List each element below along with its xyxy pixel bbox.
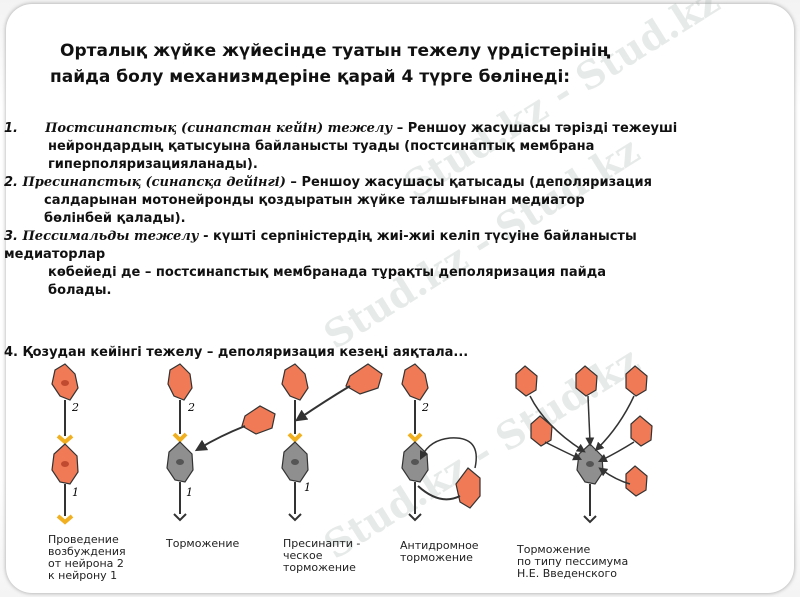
caption-pessimum: Торможение по типу пессимума Н.Е. Введен… <box>517 543 629 580</box>
caption-inhibition: Торможение <box>166 537 240 550</box>
item-text: - күшті серпіністердің жиі-жиі келіп түс… <box>4 229 637 262</box>
item-term: Постсинапстық (синапстан кейін) тежелу <box>45 121 393 136</box>
panel-antidromic: 2 <box>401 363 481 522</box>
item-text: көбейеді де – постсинапстық мембранада т… <box>48 265 607 280</box>
item-text: – Реншоу жасушасы қатысады (деполяризаци… <box>285 175 652 190</box>
caption-excitation: Проведение возбуждения от нейрона 2 к не… <box>48 533 126 582</box>
caption-presynaptic: Пресинапти - ческое торможение <box>283 537 361 574</box>
list-item-4-partial: 4. Қозудан кейінгі тежелу – деполяризаци… <box>4 345 469 360</box>
panel-excitation: 2 1 <box>51 363 79 525</box>
item-number: 3. <box>4 229 18 244</box>
item-text: нейрондардың қатысуына байланысты туады … <box>48 139 595 154</box>
list-item: 1. Постсинапстық (синапстан кейін) тежел… <box>4 120 694 174</box>
item-term: Пресинапстық (синапсқа дейінгі) <box>22 175 286 190</box>
panel-pessimum <box>515 365 653 524</box>
item-number: 2. <box>4 175 18 190</box>
list-item: 2. Пресинапстық (синапсқа дейінгі) – Рен… <box>4 174 694 228</box>
item-text: бөлінбей қалады). <box>44 211 186 226</box>
svg-text:1: 1 <box>304 481 311 494</box>
item-text: гиперполяризацияланады). <box>48 157 258 172</box>
list-item: 3. Пессимальды тежелу - күшті серпіністе… <box>4 228 694 300</box>
inhibition-list: 1. Постсинапстық (синапстан кейін) тежел… <box>4 120 694 300</box>
slide-card <box>6 4 794 593</box>
svg-text:2: 2 <box>421 401 429 414</box>
neuron-diagram: 2 1 2 1 1 <box>51 363 653 525</box>
item-text: болады. <box>48 283 112 298</box>
svg-text:2: 2 <box>187 401 195 414</box>
label-2: 2 <box>71 401 79 414</box>
caption-antidromic: Антидромное торможение <box>400 539 479 564</box>
title-line-1: Орталық жүйке жүйесінде туатын тежелу үр… <box>60 41 611 61</box>
item-term: Пессимальды тежелу <box>22 229 199 244</box>
item-text: салдарынан мотонейронды қоздыратын жүйке… <box>44 193 585 208</box>
title-line-2: пайда болу механизмдеріне қарай 4 түрге … <box>50 67 571 87</box>
panel-presynaptic: 1 <box>281 363 383 522</box>
slide-title: Орталық жүйке жүйесінде туатын тежелу үр… <box>40 38 760 90</box>
label-1: 1 <box>72 486 79 499</box>
svg-text:1: 1 <box>186 486 193 499</box>
item-text: – Реншоу жасушасы тәрізді тежеуші <box>392 121 678 136</box>
panel-inhibition: 2 1 <box>166 363 276 522</box>
item-number: 1. <box>4 121 18 136</box>
